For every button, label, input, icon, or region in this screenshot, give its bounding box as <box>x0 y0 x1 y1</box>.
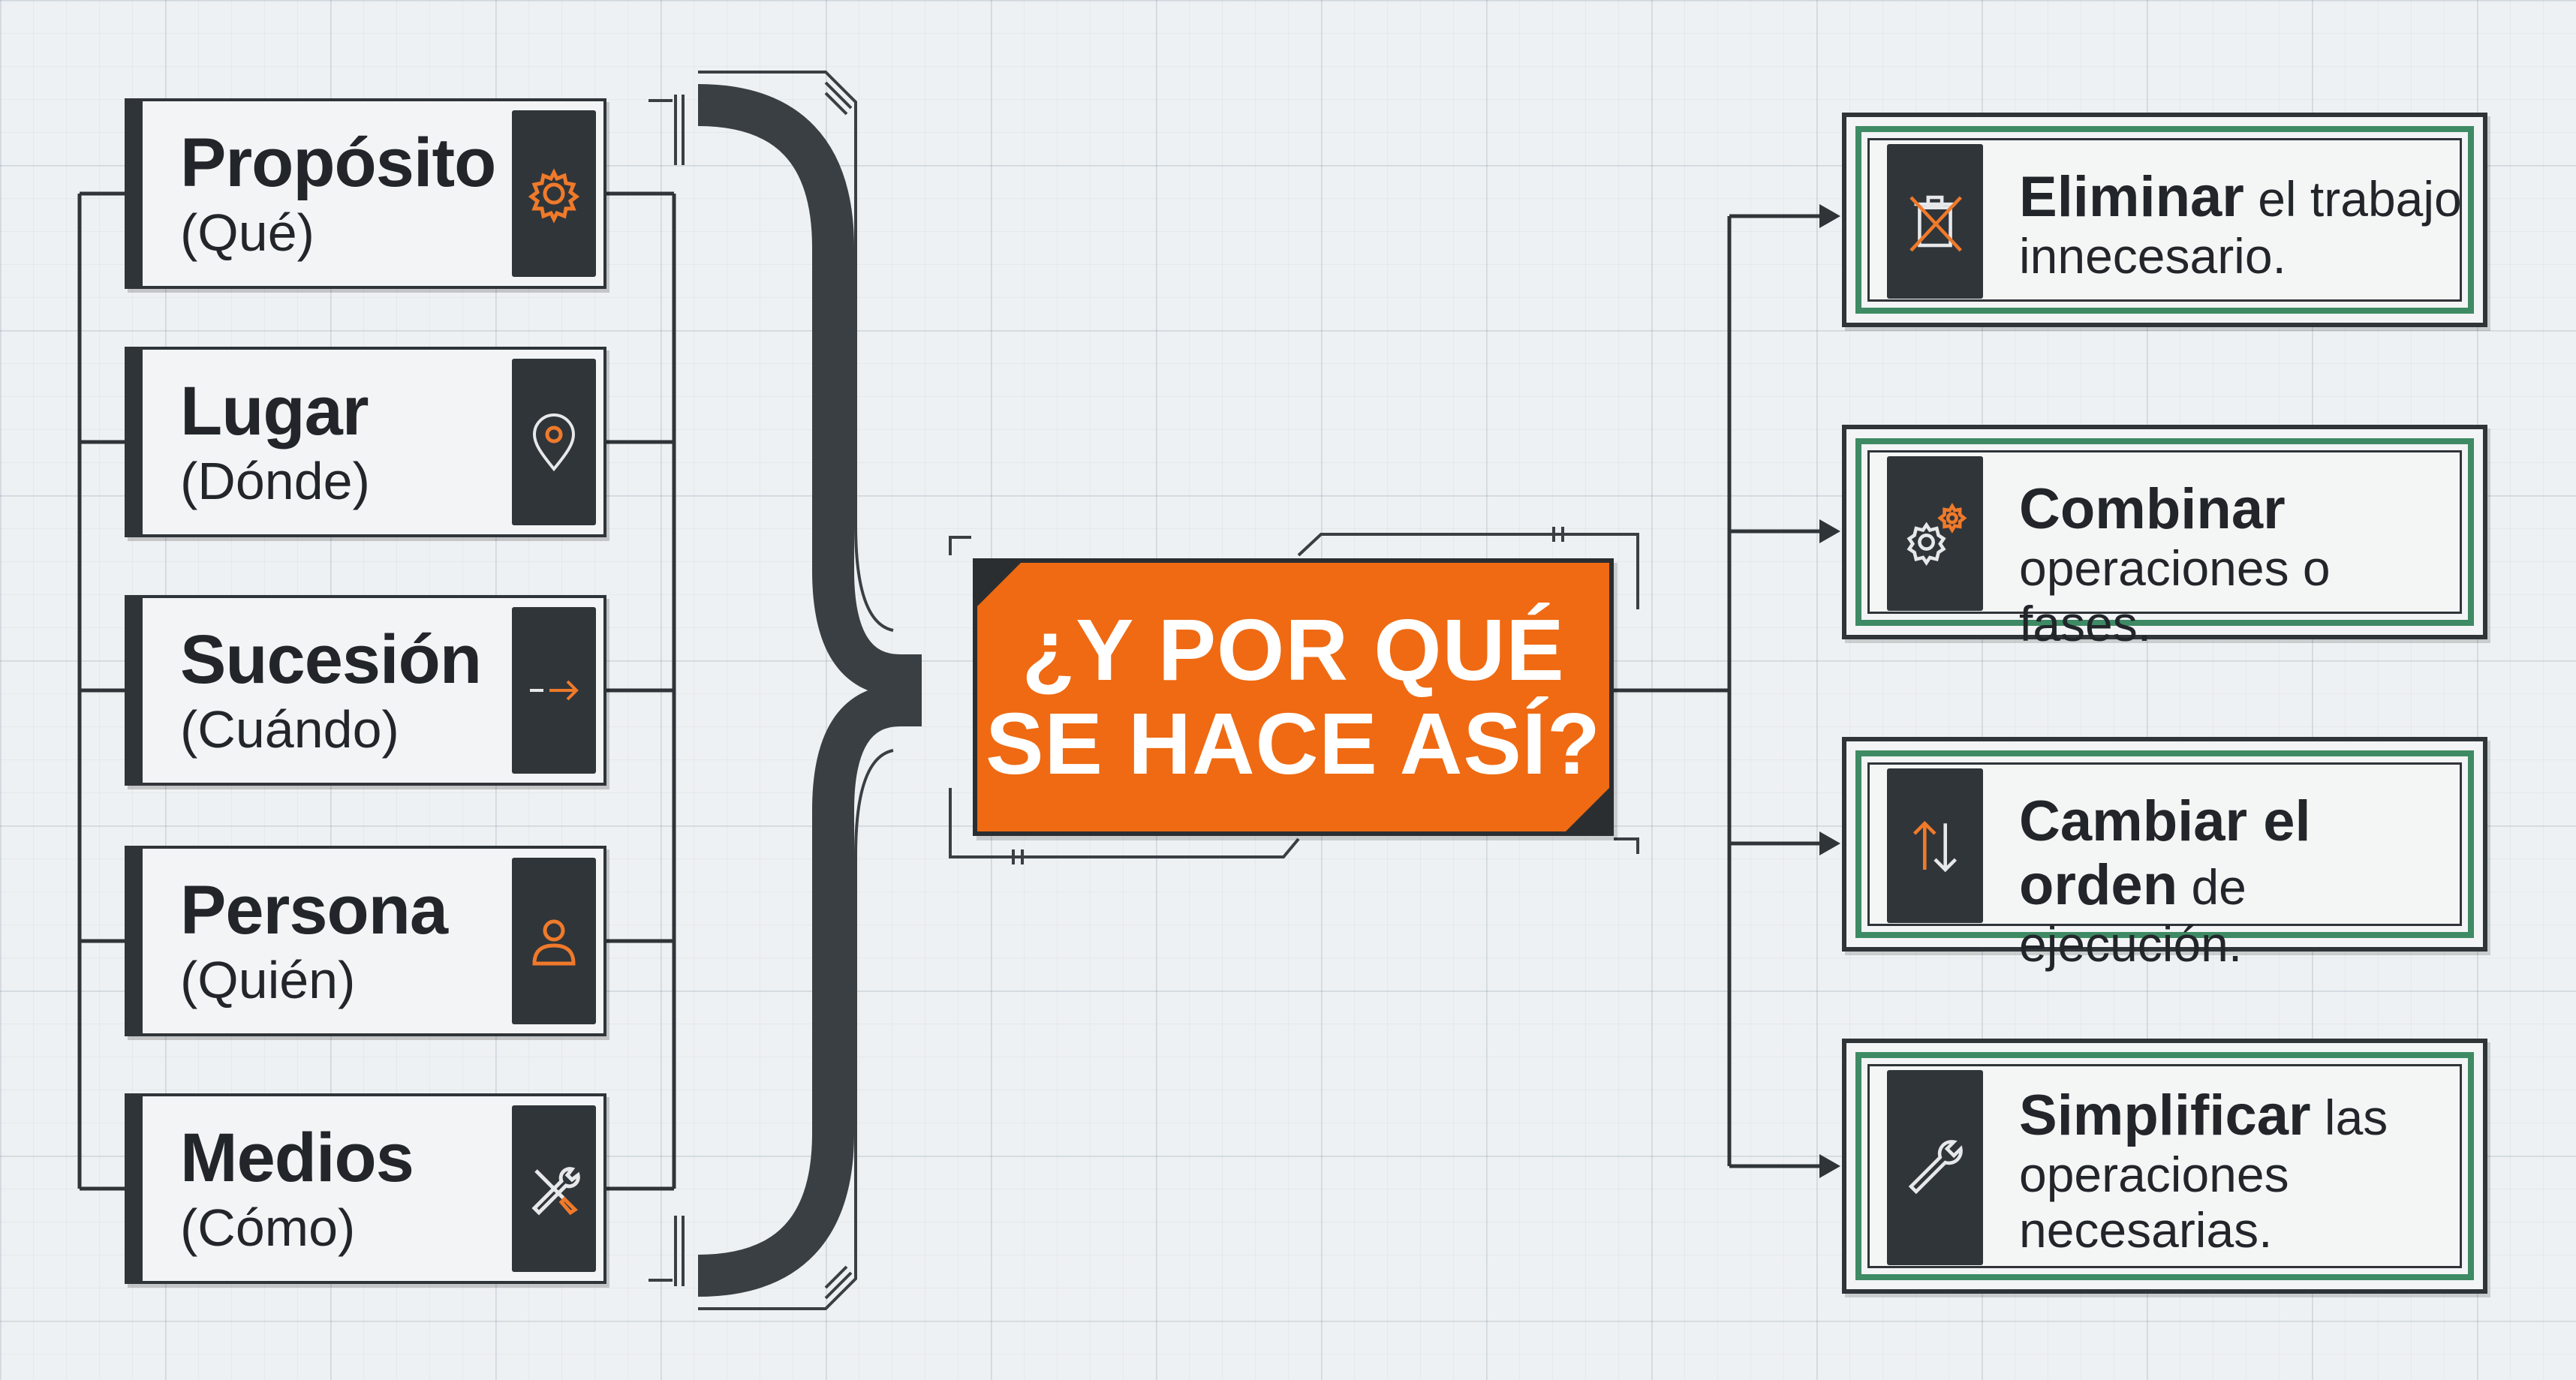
curly-brace <box>697 84 922 1297</box>
action-keyword: Combinar <box>2019 477 2286 541</box>
action-keyword: Simplificar <box>2019 1084 2311 1147</box>
item-subtitle: (Cuándo) <box>180 700 399 759</box>
action-description: operaciones o fases. <box>2019 540 2331 652</box>
arrow-right-icon <box>512 607 596 774</box>
action-description: el trabajo innecesario. <box>2019 171 2462 284</box>
item-persona: Persona (Quién) <box>125 846 606 1036</box>
action-description: las operaciones necesarias. <box>2019 1090 2388 1258</box>
item-title: Propósito <box>180 125 496 201</box>
corner-notch <box>1566 788 1609 831</box>
item-title: Sucesión <box>180 621 482 698</box>
item-sucesion: Sucesión (Cuándo) <box>125 595 606 786</box>
wrench-icon <box>1887 1070 1983 1265</box>
action-cambiar-orden: Cambiar el orden de ejecución. <box>1842 737 2487 972</box>
item-title: Persona <box>180 872 448 949</box>
location-pin-icon <box>512 359 596 525</box>
question-line-2: SE HACE ASÍ? <box>986 695 1601 792</box>
gear-icon <box>512 110 596 277</box>
item-subtitle: (Qué) <box>180 203 314 262</box>
item-subtitle: (Dónde) <box>180 452 370 510</box>
corner-notch <box>977 563 1021 606</box>
item-proposito: Propósito (Qué) <box>125 98 606 289</box>
item-title: Medios <box>180 1120 414 1196</box>
action-description: de ejecución. <box>2019 859 2246 973</box>
item-title: Lugar <box>180 373 369 449</box>
action-text: Cambiar el orden de ejecución. <box>2019 789 2468 973</box>
action-text: Combinar operaciones o fases. <box>2019 477 2468 652</box>
item-medios: Medios (Cómo) <box>125 1093 606 1284</box>
person-icon <box>512 858 596 1024</box>
action-combinar: Combinar operaciones o fases. <box>1842 425 2487 651</box>
action-text: Simplificar las operaciones necesarias. <box>2019 1084 2468 1258</box>
action-text: Eliminar el trabajo innecesario. <box>2019 165 2468 284</box>
swap-arrows-icon <box>1887 768 1983 923</box>
item-subtitle: (Quién) <box>180 951 356 1009</box>
question-line-1: ¿Y POR QUÉ <box>1022 600 1565 699</box>
tools-icon <box>512 1105 596 1272</box>
action-eliminar: Eliminar el trabajo innecesario. <box>1842 113 2487 327</box>
crossed-trash-icon <box>1887 144 1983 299</box>
action-simplificar: Simplificar las operaciones necesarias. <box>1842 1039 2487 1294</box>
action-keyword: Eliminar <box>2019 165 2244 229</box>
item-subtitle: (Cómo) <box>180 1198 356 1257</box>
gears-icon <box>1887 456 1983 611</box>
action-keyword: Cambiar el orden <box>2019 789 2311 918</box>
central-question-box: ¿Y POR QUÉ SE HACE ASÍ? <box>973 558 1614 836</box>
item-lugar: Lugar (Dónde) <box>125 347 606 537</box>
